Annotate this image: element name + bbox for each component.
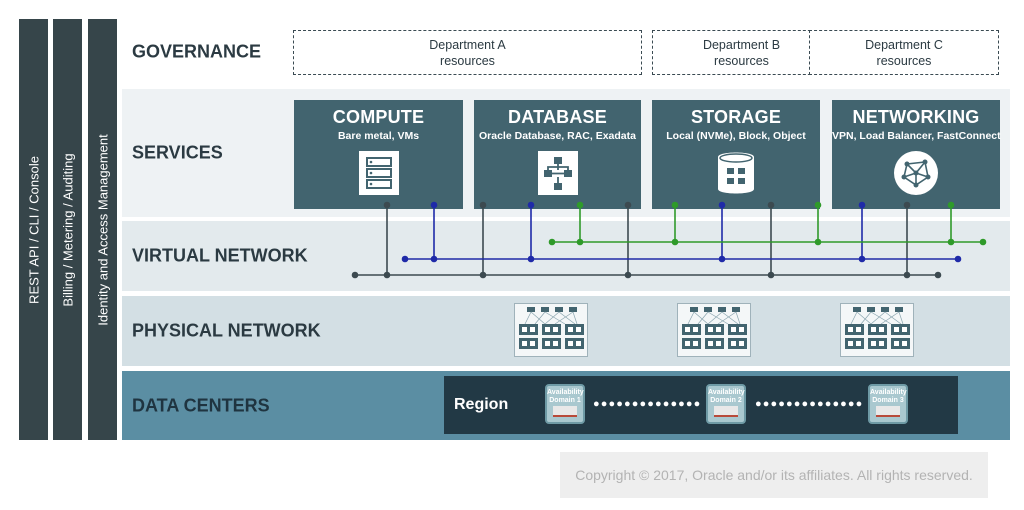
side-bar-identity-label: Identity and Access Management bbox=[95, 133, 110, 326]
dotted-connector-1: ●●●●●●●●●●●●●● bbox=[593, 398, 702, 410]
services-label: SERVICES bbox=[132, 142, 223, 163]
availability-domain-2: Availability Domain 2 bbox=[706, 384, 746, 424]
side-bar-identity: Identity and Access Management bbox=[88, 19, 117, 440]
virtual-network-label: VIRTUAL NETWORK bbox=[132, 245, 308, 266]
networking-title: NETWORKING bbox=[852, 107, 980, 127]
department-b-box: Department B resources bbox=[652, 30, 831, 75]
server-icon bbox=[358, 151, 399, 195]
storage-subtitle: Local (NVMe), Block, Object bbox=[666, 130, 806, 142]
availability-domain-1-label: Availability Domain 1 bbox=[547, 389, 584, 404]
switch-fabric-icon bbox=[845, 307, 910, 349]
virtual-network-layer: VIRTUAL NETWORK bbox=[122, 221, 1010, 291]
department-a-label: Department A resources bbox=[429, 37, 506, 68]
networking-subtitle: VPN, Load Balancer, FastConnect bbox=[832, 130, 1001, 142]
dotted-connector-2: ●●●●●●●●●●●●●● bbox=[755, 398, 864, 410]
availability-domain-2-label: Availability Domain 2 bbox=[708, 389, 745, 404]
compute-service: COMPUTE Bare metal, VMs bbox=[294, 100, 463, 209]
physical-network-label: PHYSICAL NETWORK bbox=[132, 320, 321, 341]
region-label: Region bbox=[454, 396, 509, 413]
physical-network-module-1 bbox=[514, 303, 588, 357]
data-centers-label: DATA CENTERS bbox=[132, 395, 270, 415]
copyright-notice: Copyright © 2017, Oracle and/or its affi… bbox=[560, 452, 988, 498]
side-bar-rest-api-label: REST API / CLI / Console bbox=[26, 155, 41, 304]
database-network-icon bbox=[537, 151, 578, 195]
department-b-label: Department B resources bbox=[702, 37, 781, 68]
governance-label: GOVERNANCE bbox=[132, 41, 262, 62]
database-title: DATABASE bbox=[508, 107, 607, 127]
storage-title: STORAGE bbox=[690, 107, 782, 127]
compute-title: COMPUTE bbox=[332, 107, 425, 127]
rack-icon bbox=[876, 406, 900, 417]
switch-fabric-icon bbox=[682, 307, 747, 349]
networking-service: NETWORKING VPN, Load Balancer, FastConne… bbox=[832, 100, 1001, 209]
side-bar-billing: Billing / Metering / Auditing bbox=[53, 19, 82, 440]
physical-network-module-3 bbox=[840, 303, 914, 357]
side-bar-billing-label: Billing / Metering / Auditing bbox=[60, 152, 75, 307]
region-box: Region Availability Domain 1 ●●●●●●●●●●●… bbox=[444, 376, 958, 434]
rack-icon bbox=[553, 406, 577, 417]
switch-fabric-icon bbox=[519, 307, 584, 349]
database-service: DATABASE Oracle Database, RAC, Exadata bbox=[474, 100, 641, 209]
physical-network-module-2 bbox=[677, 303, 751, 357]
compute-subtitle: Bare metal, VMs bbox=[337, 130, 420, 142]
database-subtitle: Oracle Database, RAC, Exadata bbox=[479, 130, 636, 142]
department-c-label: Department C resources bbox=[865, 37, 943, 68]
availability-domain-1: Availability Domain 1 bbox=[545, 384, 585, 424]
availability-domain-3: Availability Domain 3 bbox=[868, 384, 908, 424]
storage-service: STORAGE Local (NVMe), Block, Object bbox=[652, 100, 820, 209]
network-mesh-icon bbox=[894, 151, 938, 195]
rack-icon bbox=[714, 406, 738, 417]
storage-cylinder-icon bbox=[718, 152, 754, 194]
side-bar-rest-api: REST API / CLI / Console bbox=[19, 19, 48, 440]
department-a-box: Department A resources bbox=[293, 30, 642, 75]
availability-domain-3-label: Availability Domain 3 bbox=[870, 389, 907, 404]
department-c-box: Department C resources bbox=[809, 30, 999, 75]
